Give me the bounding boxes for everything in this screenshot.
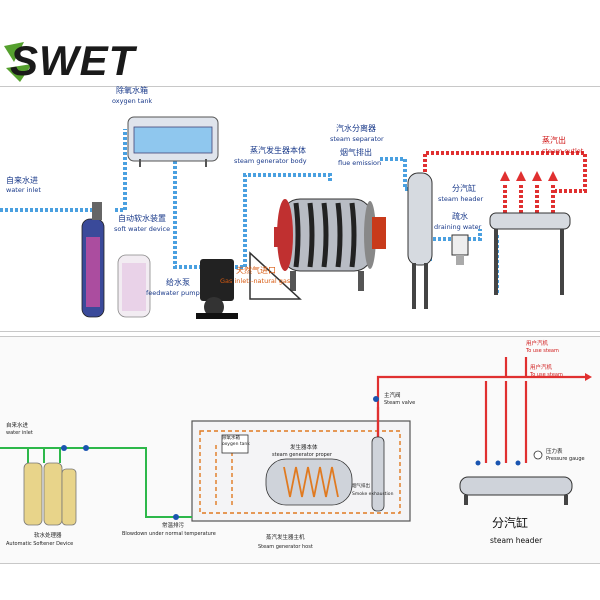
logo-text: SWET: [10, 37, 136, 84]
b-oxygen-tank-cn: 除氧水箱: [222, 436, 240, 441]
oxygen-tank-icon: [127, 116, 219, 167]
bottom-process-diagram: 自来水进 water inlet 软水处理器 Automatic Softene…: [0, 336, 600, 564]
b-water-inlet-cn: 自来水进: [6, 423, 29, 429]
b-steam-header-cn: 分汽缸: [492, 516, 529, 530]
b-steam-valve-cn: 主汽阀: [384, 393, 401, 399]
b-pressure-gauge-cn: 压力表: [546, 449, 563, 455]
steam-outlet-label-en: steam outlet: [542, 147, 584, 155]
soft-water-device-icon: [81, 202, 151, 318]
b-softener-en: Automatic Softener Device: [6, 541, 74, 547]
gas-inlet-label-en: Gas inlet--natural gas: [220, 277, 291, 285]
drain-label-en: draining water: [434, 223, 482, 231]
drain-label-cn: 疏水: [452, 212, 468, 221]
steam-header-icon: [489, 212, 571, 295]
water-inlet-label-en: water inlet: [6, 186, 41, 194]
bottom-steam-header-icon: [459, 476, 573, 505]
steam-generator-body-icon: [249, 198, 386, 300]
b-blowdown-en: Blowdown under normal temperature: [122, 531, 216, 537]
steam-outlet-label-cn: 蒸汽出: [542, 136, 566, 145]
b-host-cn: 蒸汽发生器主机: [266, 535, 305, 541]
b-use-steam-1-cn: 用户汽机: [526, 341, 549, 347]
flue-label-en: flue emission: [338, 159, 382, 167]
drain-trap-icon: [451, 234, 469, 265]
separator-label-en: steam separator: [330, 135, 384, 143]
separator-label-cn: 汽水分离器: [336, 124, 376, 133]
b-use-steam-2-en: To use steam: [530, 372, 563, 378]
b-water-inlet-en: water inlet: [6, 430, 33, 436]
gas-inlet-label-cn: 天然气进口: [236, 266, 276, 275]
oxygen-tank-box-icon: [221, 434, 249, 454]
header-label-cn: 分汽缸: [452, 184, 476, 193]
oxygen-tank-label-en: oxygen tank: [112, 97, 153, 105]
water-inlet-label-cn: 自来水进: [6, 176, 38, 185]
top-diagram-drawing: [0, 116, 587, 319]
b-use-steam-1-en: To use steam: [526, 348, 559, 354]
soft-water-label-en: soft water device: [114, 225, 171, 233]
generator-proper-icon: [265, 458, 353, 506]
b-host-en: Steam generator host: [258, 544, 313, 550]
b-use-steam-2-cn: 用户汽机: [530, 365, 553, 371]
b-oxygen-tank-en: oxygen tank: [222, 442, 250, 447]
b-generator-en: steam generator proper: [272, 452, 332, 458]
header-label-en: steam header: [438, 195, 484, 203]
oxygen-tank-label-cn: 除氧水箱: [116, 86, 148, 95]
b-steam-header-en: steam header: [490, 536, 543, 545]
generator-body-label-en: steam generator body: [234, 157, 307, 165]
b-smoke-en: Smoke exhaustion: [352, 492, 394, 497]
steam-separator-icon: [407, 172, 433, 309]
b-generator-cn: 发生器本体: [290, 445, 318, 451]
soft-water-label-cn: 自动软水装置: [118, 214, 166, 223]
pressure-gauge-icon: [533, 450, 543, 460]
b-smoke-cn: 烟气排出: [352, 484, 370, 489]
flue-label-cn: 烟气排出: [340, 148, 372, 157]
logo-mark-icon: [4, 42, 32, 82]
bottom-diagram-drawing: [0, 357, 592, 526]
b-blowdown-cn: 常温排污: [162, 523, 185, 529]
generator-body-label-cn: 蒸汽发生器本体: [250, 146, 306, 155]
b-pressure-gauge-en: Pressure gauge: [546, 456, 585, 462]
softener-tanks-icon: [23, 462, 77, 526]
top-process-diagram: 除氧水箱 oxygen tank 自来水进 water inlet 自动软水装置…: [0, 86, 600, 332]
b-steam-valve-en: Steam valve: [384, 400, 416, 406]
b-softener-cn: 软水处理器: [34, 533, 62, 539]
pump-label-en: feedwater pump: [146, 289, 200, 297]
pump-label-cn: 给水泵: [166, 278, 190, 287]
feedwater-pump-icon: [196, 259, 238, 319]
